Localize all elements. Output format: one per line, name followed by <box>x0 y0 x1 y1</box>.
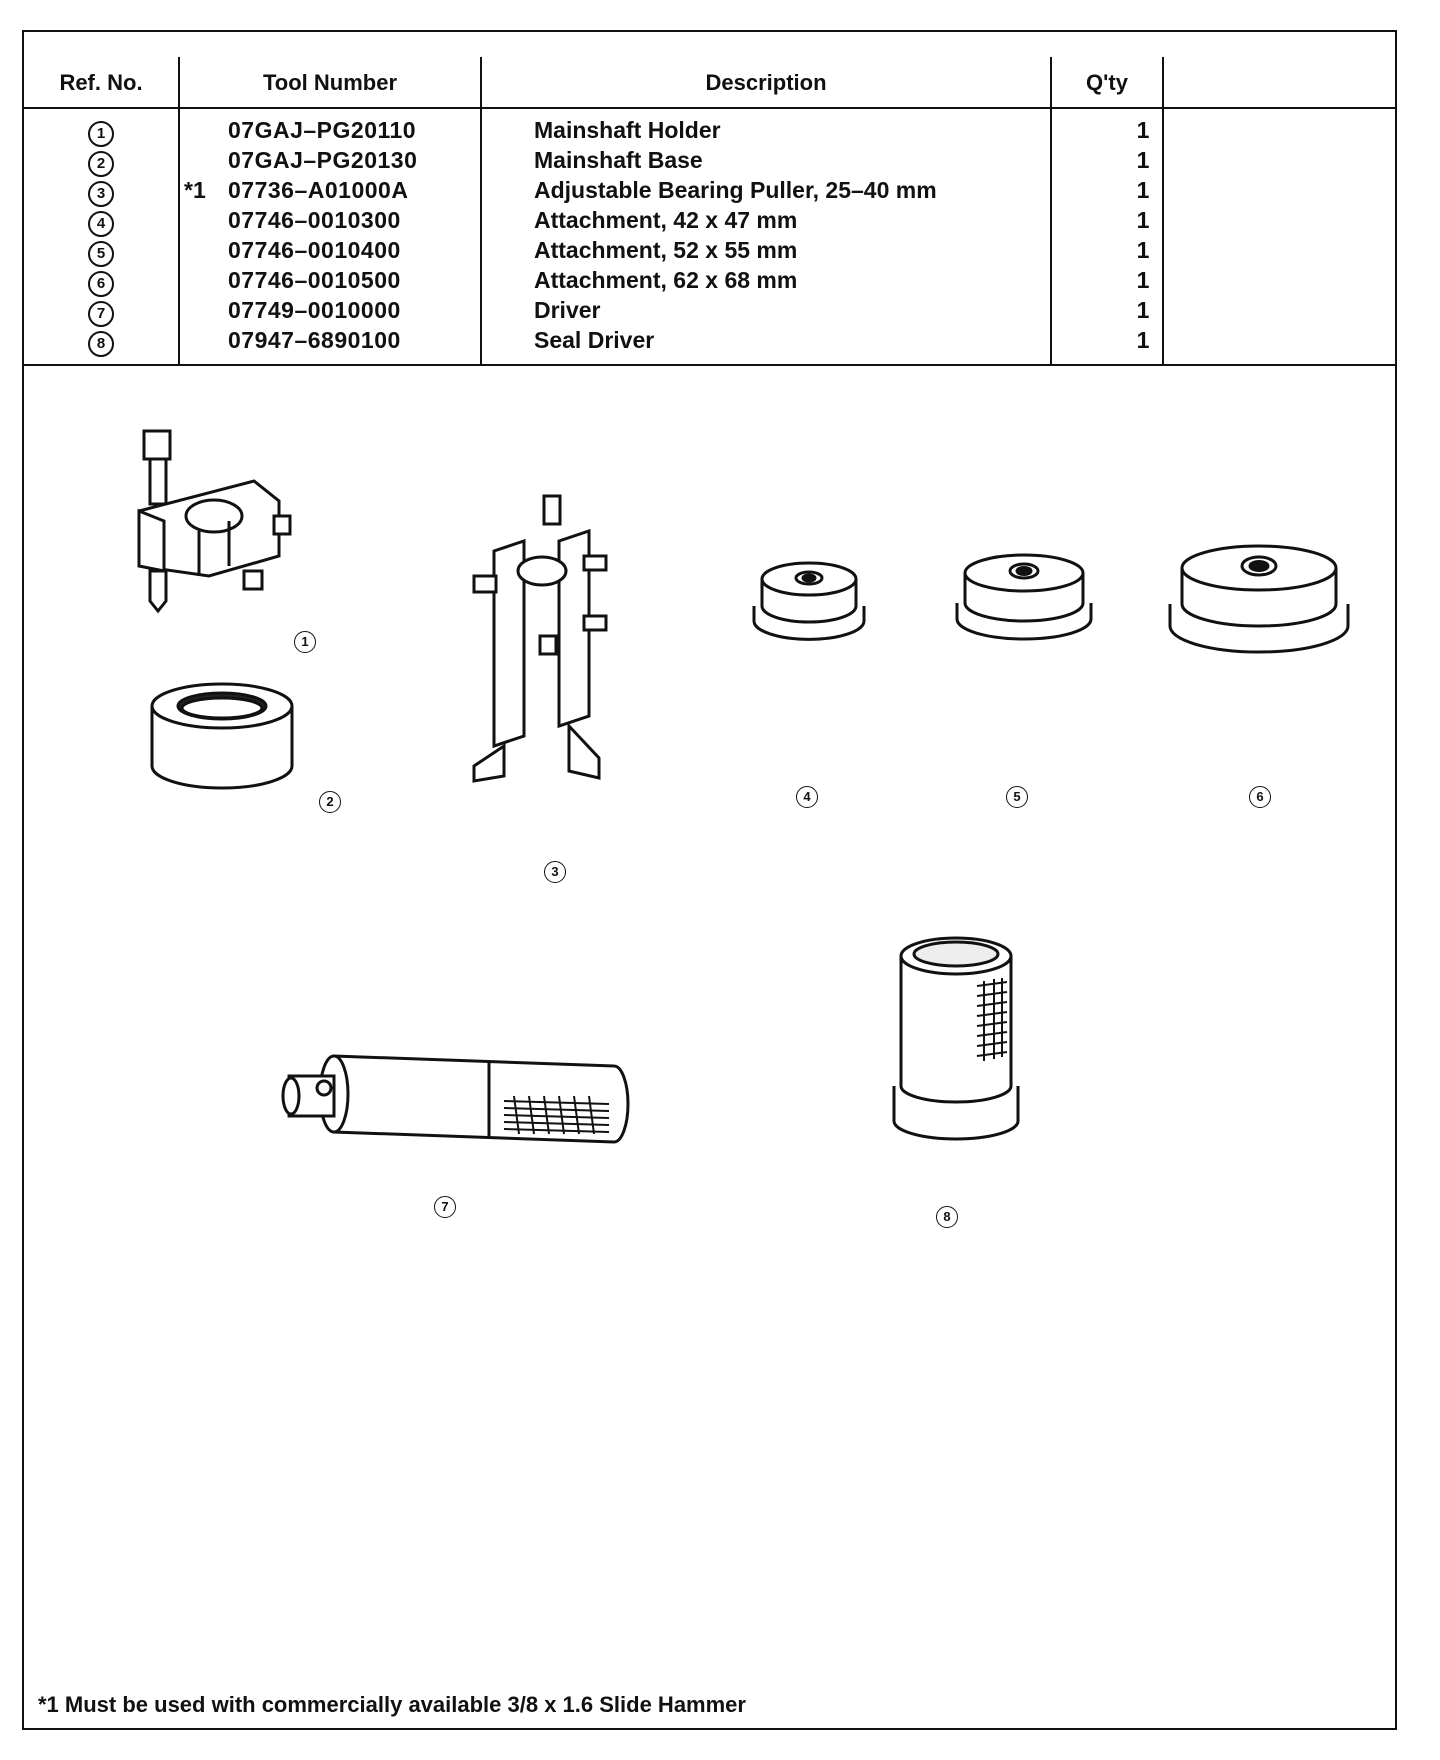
callout-8: 8 <box>936 1206 958 1228</box>
bearing-puller-drawing <box>472 494 608 783</box>
callout-4: 4 <box>796 786 818 808</box>
callout-5: 5 <box>1006 786 1028 808</box>
tool-number: 07746–0010400 <box>228 237 401 263</box>
ref-number: 8 <box>88 331 114 357</box>
table-row: 4 07746–0010300 Attachment, 42 x 47 mm 1 <box>24 207 1395 237</box>
ref-number: 7 <box>88 301 114 327</box>
ref-cell: 7 <box>24 297 178 327</box>
attachment-52-55-drawing <box>955 553 1093 641</box>
description: Driver <box>534 297 601 323</box>
ref-cell: 6 <box>24 267 178 297</box>
header-qty: Q'ty <box>1086 70 1128 95</box>
table-row: 7 07749–0010000 Driver 1 <box>24 297 1395 327</box>
description: Seal Driver <box>534 327 655 353</box>
ref-cell: 8 <box>24 327 178 357</box>
ref-number: 3 <box>88 181 114 207</box>
callout-2: 2 <box>319 791 341 813</box>
description: Mainshaft Holder <box>534 117 721 143</box>
ref-number: 5 <box>88 241 114 267</box>
tool-number: 07GAJ–PG20110 <box>228 117 417 143</box>
mainshaft-holder-drawing <box>137 429 292 614</box>
callout-6: 6 <box>1249 786 1271 808</box>
attachment-42-47-drawing <box>752 561 866 641</box>
tool-number: 07746–0010300 <box>228 207 401 233</box>
ref-cell: 1 <box>24 117 178 147</box>
tools-table: Ref. No. Tool Number Description Q'ty 1 0… <box>24 32 1395 366</box>
callout-7: 7 <box>434 1196 456 1218</box>
mainshaft-base-drawing <box>150 682 294 790</box>
column-divider <box>1162 57 1164 364</box>
table-row: 1 07GAJ–PG20110 Mainshaft Holder 1 <box>24 117 1395 147</box>
ref-cell: 2 <box>24 147 178 177</box>
special-tools-sheet: Ref. No. Tool Number Description Q'ty 1 0… <box>22 30 1397 1730</box>
callout-3: 3 <box>544 861 566 883</box>
quantity: 1 <box>1136 297 1150 323</box>
table-row: 2 07GAJ–PG20130 Mainshaft Base 1 <box>24 147 1395 177</box>
table-row: 6 07746–0010500 Attachment, 62 x 68 mm 1 <box>24 267 1395 297</box>
header-ref-no: Ref. No. <box>59 70 143 95</box>
header-divider <box>24 107 1395 109</box>
description: Adjustable Bearing Puller, 25–40 mm <box>534 177 937 203</box>
callout-1: 1 <box>294 631 316 653</box>
ref-cell: 3 <box>24 177 178 207</box>
quantity: 1 <box>1136 177 1150 203</box>
driver-drawing <box>281 1054 630 1144</box>
table-row: 5 07746–0010400 Attachment, 52 x 55 mm 1 <box>24 237 1395 267</box>
tool-number: 07GAJ–PG20130 <box>228 147 418 173</box>
column-divider <box>178 57 180 364</box>
tool-number: 07749–0010000 <box>228 297 401 323</box>
ref-cell: 5 <box>24 237 178 267</box>
description: Attachment, 52 x 55 mm <box>534 237 798 263</box>
quantity: 1 <box>1136 117 1150 143</box>
ref-number: 6 <box>88 271 114 297</box>
footnote-marker: *1 <box>184 177 206 203</box>
description: Attachment, 42 x 47 mm <box>534 207 798 233</box>
ref-number: 4 <box>88 211 114 237</box>
attachment-62-68-drawing <box>1168 544 1350 654</box>
quantity: 1 <box>1136 267 1150 293</box>
header-tool-number: Tool Number <box>262 70 398 95</box>
quantity: 1 <box>1136 207 1150 233</box>
tools-illustration: 1 2 3 4 5 6 7 8 <box>24 366 1395 1666</box>
description: Attachment, 62 x 68 mm <box>534 267 798 293</box>
column-divider <box>1050 57 1052 364</box>
ref-number: 2 <box>88 151 114 177</box>
ref-cell: 4 <box>24 207 178 237</box>
seal-driver-drawing <box>892 936 1020 1141</box>
tool-number: 07746–0010500 <box>228 267 401 293</box>
header-description: Description <box>705 70 827 95</box>
quantity: 1 <box>1136 327 1150 353</box>
ref-number: 1 <box>88 121 114 147</box>
footnote: *1 Must be used with commercially availa… <box>38 1692 746 1717</box>
description: Mainshaft Base <box>534 147 703 173</box>
quantity: 1 <box>1136 147 1150 173</box>
tool-number: 07736–A01000A <box>228 177 409 203</box>
table-row: 3 *1 07736–A01000A Adjustable Bearing Pulle… <box>24 177 1395 207</box>
column-divider <box>480 57 482 364</box>
tool-number: 07947–6890100 <box>228 327 401 353</box>
quantity: 1 <box>1136 237 1150 263</box>
table-row: 8 07947–6890100 Seal Driver 1 <box>24 327 1395 357</box>
